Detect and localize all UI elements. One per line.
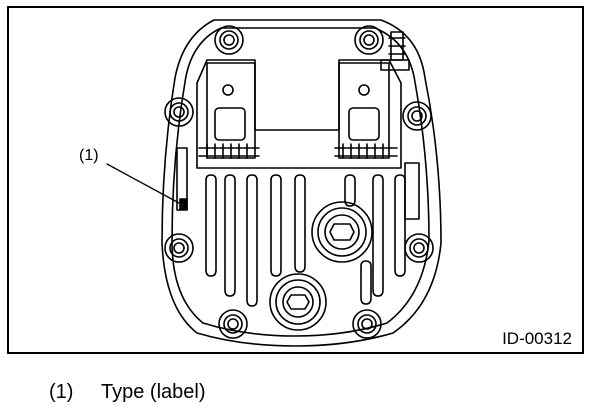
left-bracket	[206, 62, 256, 159]
type-label	[179, 198, 188, 210]
bolt-upper-right	[402, 101, 432, 131]
housing-inner-outline	[171, 27, 430, 337]
callout-leader-line	[106, 163, 180, 204]
top-plate	[196, 59, 402, 169]
legend-item-number: (1)	[49, 381, 74, 403]
housing-outer-outline	[161, 19, 442, 347]
breather-fitting	[380, 31, 410, 71]
upper-drain-plug	[311, 201, 373, 263]
bolt-upper-left	[164, 97, 194, 127]
bolt-mid-right	[404, 233, 434, 263]
bolt-top-right	[354, 25, 384, 55]
legend: (1) Type (label)	[49, 381, 206, 404]
legend-item-text: Type (label)	[101, 381, 206, 403]
bolt-top-left	[214, 25, 244, 55]
figure-id: ID-00312	[502, 329, 572, 348]
right-hatch	[334, 143, 398, 159]
lower-drain-plug	[269, 273, 327, 331]
right-side-slot	[404, 162, 420, 220]
left-bracket-hole	[222, 84, 234, 96]
right-bracket-hole	[358, 84, 370, 96]
cooling-fins	[205, 174, 406, 307]
bolt-mid-left	[164, 233, 194, 263]
left-hatch	[198, 143, 260, 159]
legend-item: (1) Type (label)	[49, 381, 206, 404]
differential-cover-diagram: (1)	[79, 19, 442, 347]
left-bracket-slot	[214, 107, 246, 141]
left-side-slot	[176, 147, 188, 211]
right-bracket-slot	[348, 107, 380, 141]
bolt-bottom-left	[218, 309, 248, 339]
figure-frame: (1) ID-00312	[7, 6, 584, 354]
bolt-bottom-right	[352, 309, 382, 339]
right-bracket	[338, 62, 390, 159]
callout-label: (1)	[79, 147, 99, 164]
